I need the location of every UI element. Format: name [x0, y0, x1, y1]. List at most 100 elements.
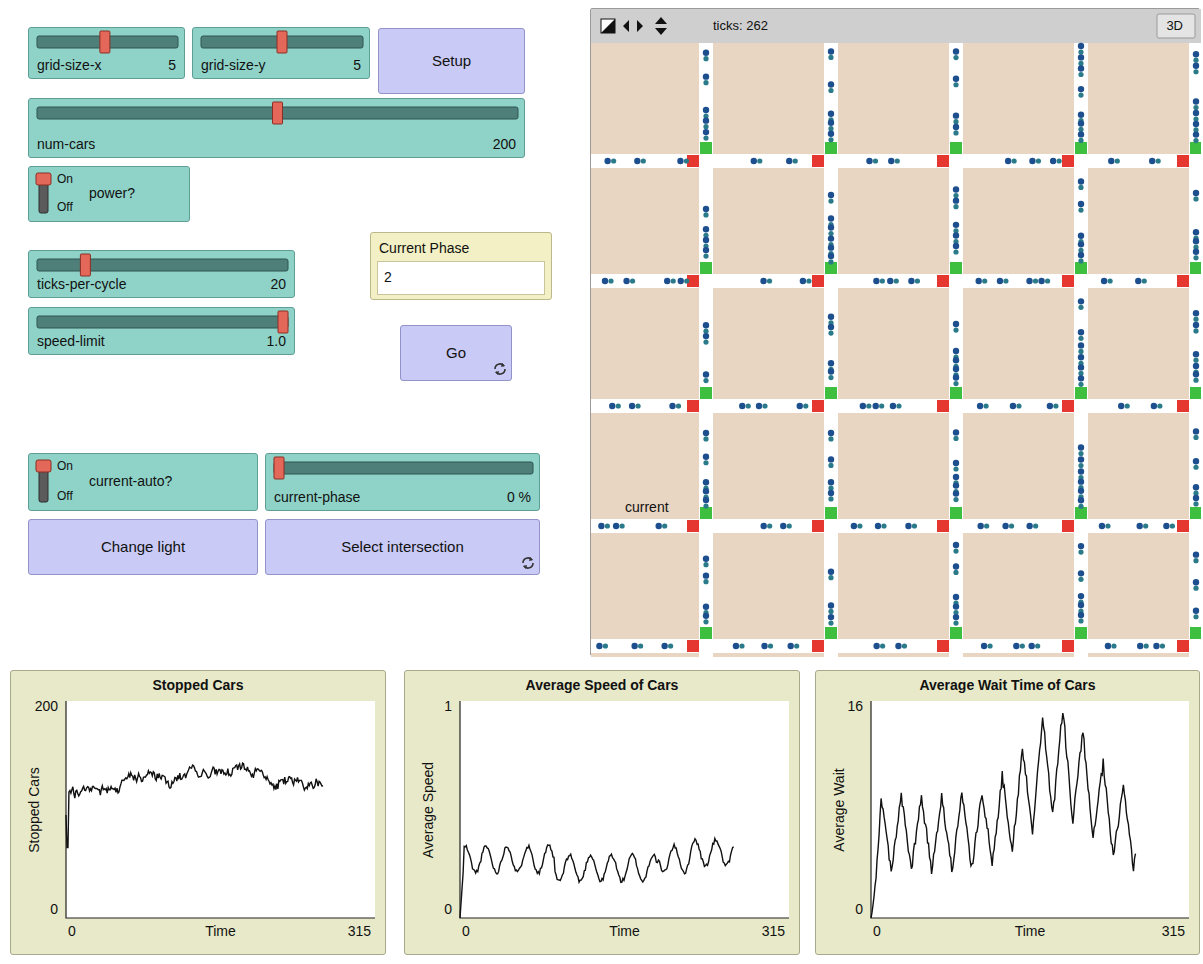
car [851, 523, 863, 529]
switch-off: Off [57, 490, 73, 503]
car [1038, 278, 1050, 284]
car [905, 523, 917, 529]
x-min: 0 [873, 924, 881, 939]
green-light [1075, 262, 1087, 274]
car [1193, 351, 1199, 363]
red-light [937, 155, 949, 167]
car [751, 158, 763, 164]
button-widget: Select intersection [265, 519, 540, 575]
car [953, 614, 959, 626]
button-label: Select intersection [341, 539, 464, 556]
car [1193, 371, 1199, 383]
car [703, 237, 709, 249]
red-light [937, 520, 949, 532]
car [1193, 608, 1199, 620]
road [591, 519, 1201, 533]
red-light [1062, 520, 1074, 532]
car [780, 523, 792, 529]
button-label: Change light [101, 539, 185, 556]
car [828, 224, 834, 236]
car [631, 643, 643, 649]
switch-label: power? [89, 186, 135, 201]
slider-widget: num-cars 200 [28, 98, 525, 158]
slider-label: grid-size-y [201, 58, 266, 73]
car [1005, 158, 1017, 164]
car [1193, 458, 1199, 470]
car [1099, 523, 1111, 529]
car [761, 643, 773, 649]
car [1193, 238, 1199, 250]
car [703, 572, 709, 584]
red-light [1177, 640, 1189, 652]
car [1078, 612, 1084, 624]
plot-widget: Stopped Cars2000Stopped Cars0Time315 [10, 670, 386, 955]
car [1026, 523, 1038, 529]
monitor-widget: Current Phase2 [370, 232, 552, 300]
plot-line [66, 763, 323, 847]
green-light [825, 142, 837, 154]
car [953, 374, 959, 386]
car [678, 278, 690, 284]
car [1002, 523, 1014, 529]
x-min: 0 [68, 924, 76, 939]
green-light [1075, 387, 1087, 399]
red-light [1177, 520, 1189, 532]
slider-label: speed-limit [37, 334, 105, 349]
switch-widget: OnOff power? [28, 166, 190, 222]
x-max: 315 [762, 924, 785, 939]
car [828, 479, 834, 491]
switch-on: On [57, 173, 73, 186]
car [953, 321, 959, 333]
green-light [950, 262, 962, 274]
car [786, 158, 798, 164]
car [953, 48, 959, 60]
car [1078, 241, 1084, 253]
button-3d [1157, 14, 1195, 38]
car [953, 490, 959, 502]
car [1078, 201, 1084, 213]
slider-label: num-cars [37, 137, 95, 152]
car [1078, 298, 1084, 310]
car [1078, 364, 1084, 376]
car [1153, 643, 1165, 649]
car [634, 158, 646, 164]
red-light [937, 275, 949, 287]
button-label: Setup [432, 53, 471, 70]
button-label: Go [446, 345, 466, 362]
green-light [700, 627, 712, 639]
green-light [950, 507, 962, 519]
red-light [812, 520, 824, 532]
car [1078, 354, 1084, 366]
widget-graphic [591, 9, 1201, 657]
switch-off: Off [57, 201, 73, 214]
car [1193, 121, 1199, 133]
car [1193, 484, 1199, 496]
slider-value: 200 [493, 137, 516, 152]
car [888, 158, 900, 164]
slider-handle [273, 102, 283, 124]
car [1193, 110, 1199, 122]
red-light [812, 155, 824, 167]
slider-widget: grid-size-y5 [192, 27, 370, 79]
car [1029, 158, 1041, 164]
car [1078, 468, 1084, 480]
car [1163, 523, 1175, 529]
slider-label: grid-size-x [37, 58, 102, 73]
car [866, 158, 878, 164]
red-light [812, 400, 824, 412]
car [953, 232, 959, 244]
car [1078, 120, 1084, 132]
plot-widget: Average Speed of Cars10Average Speed0Tim… [404, 670, 800, 955]
car [1193, 190, 1199, 202]
road [1189, 43, 1201, 657]
car [623, 278, 635, 284]
car [1078, 252, 1084, 264]
car [656, 523, 668, 529]
slider-label: current-phase [274, 490, 360, 505]
car [703, 333, 709, 345]
red-light [1062, 640, 1074, 652]
y-min: 0 [855, 902, 863, 917]
road [591, 274, 1201, 288]
car [1078, 43, 1084, 55]
